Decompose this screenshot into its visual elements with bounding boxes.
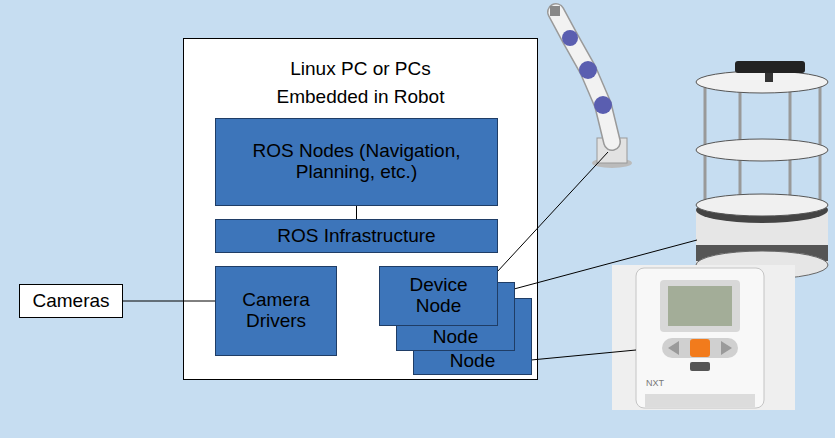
box-label: ROS Nodes (Navigation, Planning, etc.)	[232, 141, 482, 183]
button-pad	[662, 338, 738, 358]
box-label: ROS Infrastructure	[277, 226, 435, 247]
arm-joint	[594, 96, 612, 114]
brick-body	[636, 268, 764, 408]
box-label: Node	[433, 327, 478, 348]
photo-ground	[612, 265, 795, 410]
robot-plate	[696, 194, 828, 216]
depth-sensor	[735, 61, 805, 73]
mobile-robot	[696, 61, 828, 279]
robot-arm	[550, 6, 632, 168]
arm-outline	[556, 12, 612, 142]
box-label: Node	[450, 351, 495, 372]
sensor-stand	[765, 72, 773, 82]
leader-line	[497, 152, 608, 272]
brick-screen	[668, 286, 732, 326]
left-button	[668, 341, 679, 355]
robot-plate	[696, 139, 828, 161]
nxt-brick	[612, 265, 795, 410]
software-box: Camera Drivers	[215, 266, 337, 356]
software-box: ROS Infrastructure	[215, 219, 498, 253]
robot-plate	[696, 71, 828, 93]
right-button	[721, 341, 732, 355]
arm-link	[556, 12, 612, 142]
brick-label: NXT	[646, 378, 664, 388]
box-label: Cameras	[32, 291, 109, 312]
arm-joint	[562, 30, 578, 46]
leader-line	[514, 240, 697, 289]
screen-frame	[660, 280, 740, 332]
arm-gripper	[550, 6, 560, 16]
connector-line	[356, 206, 357, 219]
connector-line	[123, 301, 215, 302]
back-button	[690, 362, 710, 371]
enter-button	[690, 339, 710, 357]
brick-ports	[645, 394, 755, 407]
software-box: ROS Nodes (Navigation, Planning, etc.)	[215, 118, 498, 206]
device-box: Cameras	[19, 284, 123, 318]
leader-line	[531, 350, 636, 360]
computer-frame: Linux PC or PCs Embedded in RobotROS Nod…	[183, 38, 538, 380]
frame-ground	[183, 38, 538, 380]
box-label: Device Node	[394, 275, 484, 317]
box-label: Camera Drivers	[221, 290, 331, 332]
frame-heading: Linux PC or PCs Embedded in Robot	[261, 55, 461, 110]
software-box: Device Node	[379, 266, 498, 326]
arm-joint	[579, 61, 597, 79]
